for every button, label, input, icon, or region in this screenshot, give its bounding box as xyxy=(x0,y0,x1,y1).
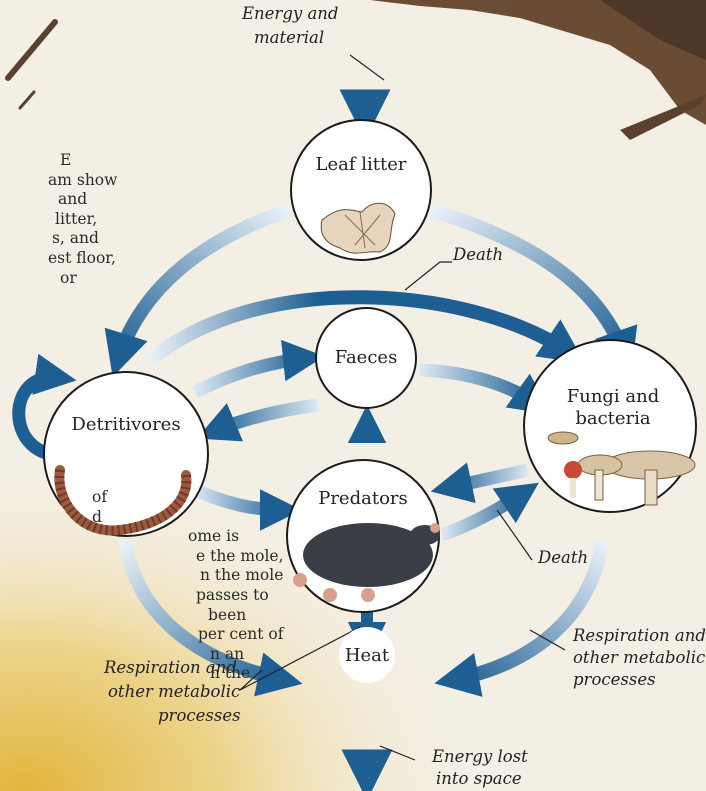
side-text-line: n the mole xyxy=(0,566,284,586)
energy-lost-label-2: into space xyxy=(436,769,522,789)
litter-to-detritivores-arrow xyxy=(118,210,290,360)
energy-material-label-1: Energy and xyxy=(242,4,338,24)
respiration-left-label-3: processes xyxy=(158,706,241,726)
death-label-top: Death xyxy=(453,245,503,265)
side-text-line: per cent of xyxy=(0,625,284,645)
side-text-line: est floor, xyxy=(0,249,117,269)
side-text-line: passes to xyxy=(0,586,284,606)
side-text-line: of xyxy=(0,488,284,508)
energy-material-label-2: material xyxy=(254,28,324,48)
heat-label: Heat xyxy=(332,645,402,667)
respiration-right-label-1: Respiration and xyxy=(573,626,706,646)
side-text-line: h the xyxy=(0,664,284,684)
side-text-line: E xyxy=(0,151,117,171)
side-text-top: E am show and litter, s, and est floor, … xyxy=(0,151,117,288)
faeces-to-detritivores-arrow xyxy=(212,405,318,432)
side-text-line: s, and xyxy=(0,229,117,249)
energy-lost-label-1: Energy lost xyxy=(432,747,528,767)
side-text-line: e the mole, xyxy=(0,547,284,567)
side-text-line: n an xyxy=(0,645,284,665)
side-text-line: am show xyxy=(0,171,117,191)
detritivores-label: Detritivores xyxy=(56,414,196,436)
side-text-line: d xyxy=(0,508,284,528)
detritivores-to-faeces-arrow xyxy=(195,358,308,392)
faeces-label: Faeces xyxy=(316,347,416,369)
respiration-left-label-2: other metabolic xyxy=(108,682,240,702)
side-text-line: been xyxy=(0,606,284,626)
side-text-line: and xyxy=(0,190,117,210)
side-text-line: ome is xyxy=(0,527,284,547)
fungi-to-predators-arrow xyxy=(447,470,528,488)
fungi-label-line2: bacteria xyxy=(548,408,678,430)
predators-label: Predators xyxy=(303,488,423,510)
respiration-right-label-3: processes xyxy=(573,670,656,690)
leaf-litter-label: Leaf litter xyxy=(300,154,422,176)
death-label-right: Death xyxy=(538,548,588,568)
side-text-bottom: of d ome is e the mole, n the mole passe… xyxy=(0,488,284,684)
side-text-line: or xyxy=(0,269,117,289)
respiration-right-label-2: other metabolic xyxy=(573,648,705,668)
fungi-label-line1: Fungi and xyxy=(548,386,678,408)
death-predators-to-fungi-arrow xyxy=(442,492,525,535)
faeces-to-fungi-arrow xyxy=(420,370,538,405)
side-text-line: litter, xyxy=(0,210,117,230)
